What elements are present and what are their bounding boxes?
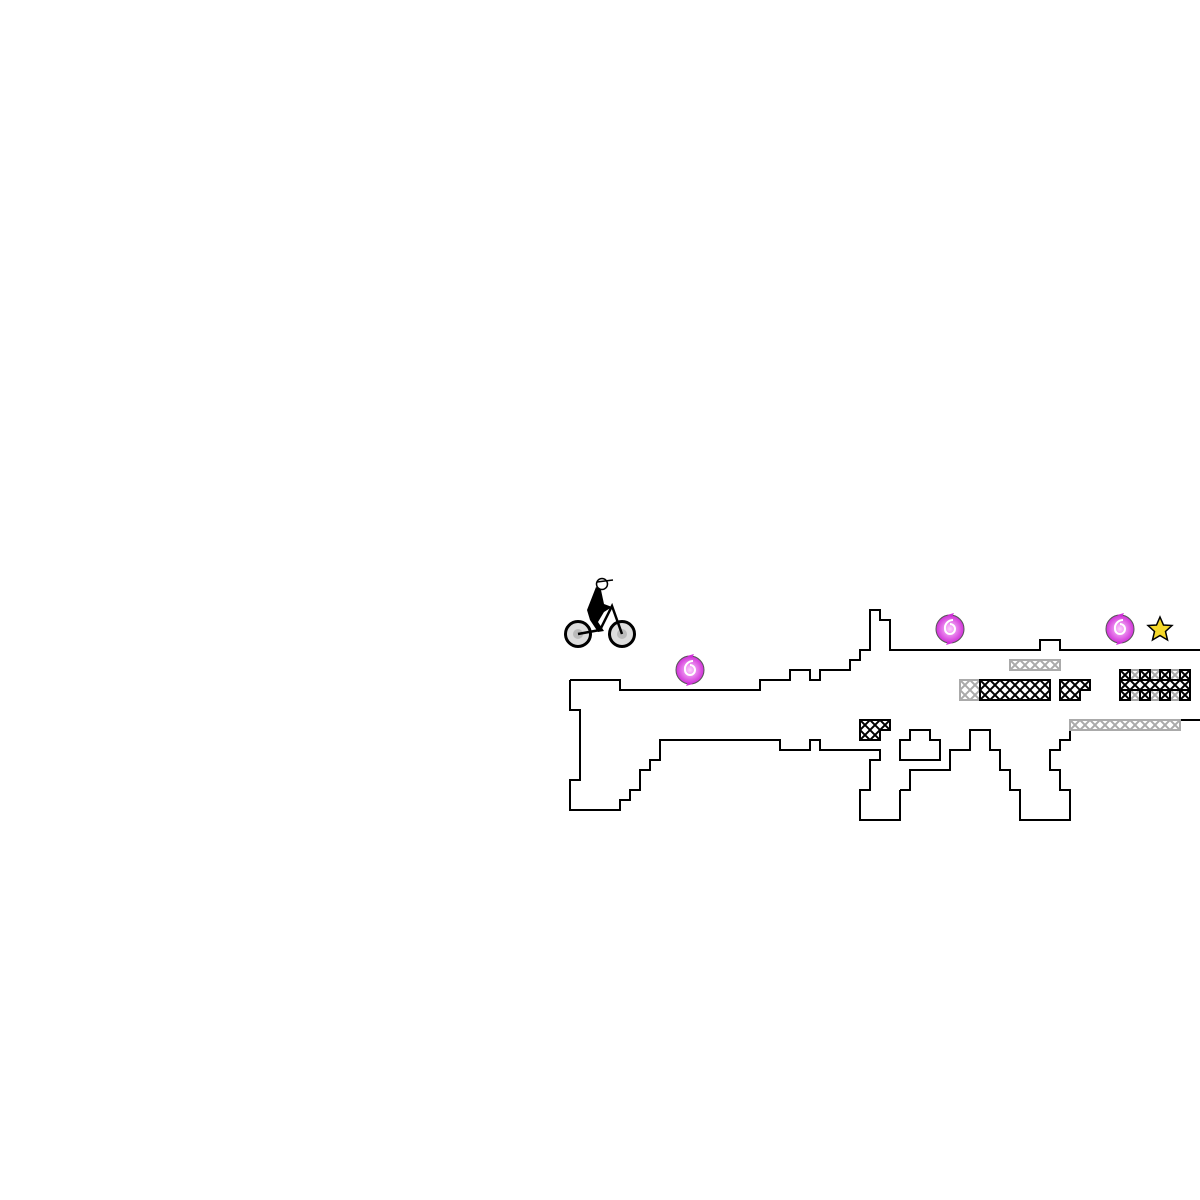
upper-track-line	[570, 609, 1200, 691]
black-block	[859, 719, 891, 741]
gray-block	[1009, 659, 1061, 671]
portal-icon	[675, 654, 705, 686]
gray-block	[959, 679, 981, 701]
portal-icon	[1105, 613, 1135, 645]
portal-icon	[935, 613, 965, 645]
small-box-line	[899, 729, 941, 761]
bmx-rider-icon	[564, 577, 636, 648]
gray-block	[1069, 719, 1181, 731]
black-block	[979, 679, 1051, 701]
black-block	[1119, 679, 1191, 691]
track-lines	[569, 609, 1200, 821]
star-goal-icon	[1146, 615, 1174, 642]
crosshatch-blocks	[859, 659, 1191, 741]
lower-track-line	[900, 729, 1071, 821]
black-block	[1059, 679, 1091, 701]
left-wall-line	[569, 680, 901, 821]
